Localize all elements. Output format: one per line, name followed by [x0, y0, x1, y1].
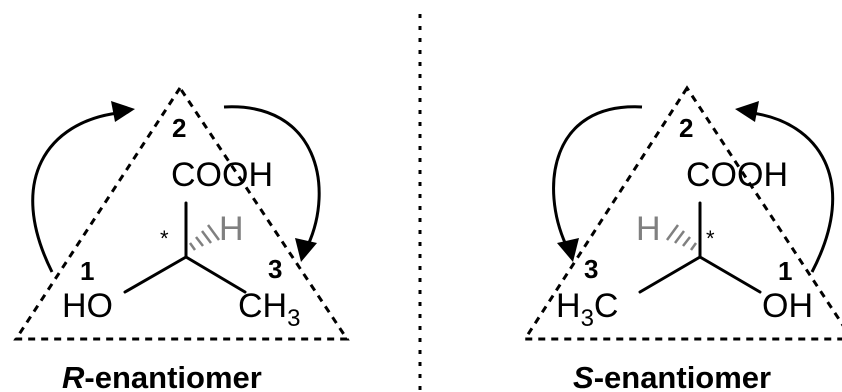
r-arrow-2-to-3 [223, 105, 321, 246]
s-arrowhead-2-to-3 [557, 238, 579, 262]
r-caption-prefix: R [62, 360, 85, 392]
s-stereocenter-mark: * [706, 226, 715, 251]
s-enantiomer-panel: COOH H * H3C OH 2 3 1 S-enantiomer [522, 85, 842, 392]
r-methyl-main: CH [238, 287, 287, 325]
r-caption: R-enantiomer [62, 360, 262, 392]
s-rank-left: 3 [584, 254, 598, 284]
s-rank-right: 1 [778, 256, 792, 286]
s-methyl-main: H [556, 287, 581, 325]
r-rank-right: 3 [268, 254, 282, 284]
r-rank-top: 2 [172, 113, 186, 143]
r-priority-triangle [13, 85, 350, 341]
s-hydroxyl-label: OH [762, 287, 813, 325]
s-carboxyl-label: COOH [686, 156, 788, 194]
s-caption: S-enantiomer [573, 360, 771, 392]
r-carboxyl-label: COOH [171, 156, 273, 194]
s-hashed-wedge [665, 224, 698, 251]
s-bond-methyl [638, 255, 702, 294]
s-methyl-sub: 3 [581, 305, 594, 332]
s-caption-suffix: -enantiomer [594, 360, 771, 392]
r-hashed-wedge [188, 224, 221, 251]
s-arrowhead-1-to-2 [735, 101, 759, 122]
r-arrowhead-2-to-3 [295, 238, 317, 262]
r-bond-hydroxyl [123, 255, 188, 294]
s-arrow-1-to-2 [751, 111, 835, 273]
r-methyl-label: CH3 [238, 287, 300, 332]
r-hydrogen-label: H [219, 210, 244, 248]
r-stereocenter-mark: * [160, 226, 169, 251]
r-hydroxyl-label: HO [62, 287, 113, 325]
s-methyl-end: C [594, 287, 619, 325]
r-enantiomer-panel: COOH H * HO CH3 2 1 3 R-enantiomer [13, 85, 350, 392]
s-hydrogen-label: H [636, 210, 661, 248]
s-bond-hydroxyl [698, 255, 762, 294]
r-bond-methyl [184, 255, 247, 294]
s-caption-prefix: S [573, 360, 594, 392]
s-arrow-2-to-3 [552, 105, 643, 246]
s-rank-top: 2 [679, 113, 693, 143]
r-methyl-sub: 3 [287, 305, 300, 332]
s-methyl-label: H3C [556, 287, 618, 332]
r-caption-suffix: -enantiomer [84, 360, 261, 392]
r-rank-left: 1 [80, 256, 94, 286]
s-priority-triangle [522, 85, 842, 341]
r-arrow-1-to-2 [31, 111, 119, 273]
r-arrowhead-1-to-2 [111, 101, 135, 122]
